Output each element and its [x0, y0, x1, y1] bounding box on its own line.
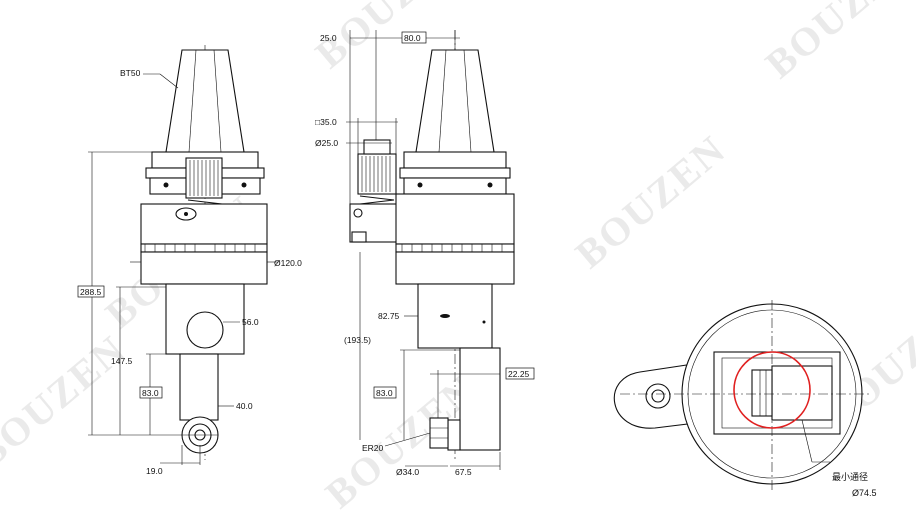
- dim-19: 19.0: [146, 466, 163, 476]
- dim-56: 56.0: [242, 317, 259, 327]
- dim-147-5: 147.5: [111, 356, 133, 366]
- dim-82-75: 82.75: [378, 311, 400, 321]
- side-view: 25.0 80.0 □35.0 Ø25.0 82.75 (193.5) 22.2…: [315, 30, 535, 477]
- dim-288-5: 288.5: [80, 287, 102, 297]
- label-collet: ER20: [362, 443, 384, 453]
- watermark-4: BOUZEN: [757, 0, 916, 87]
- front-view: BT50 288.5 Ø120.0 56.0 147.5 83.0 40.0 1: [77, 45, 302, 476]
- watermark-3: BOUZEN: [567, 126, 735, 277]
- label-min-pass: 最小通径: [832, 471, 868, 483]
- dim-dia-34: Ø34.0: [396, 467, 419, 477]
- dim-square-35: □35.0: [315, 117, 337, 127]
- dim-22-25: 22.25: [508, 369, 530, 379]
- dim-dia-120: Ø120.0: [274, 258, 302, 268]
- dim-67-5: 67.5: [455, 467, 472, 477]
- dim-80: 80.0: [404, 33, 421, 43]
- dim-dia-25: Ø25.0: [315, 138, 338, 148]
- dim-25: 25.0: [320, 33, 337, 43]
- min-passage-circle: [733, 351, 811, 429]
- label-taper: BT50: [120, 68, 141, 78]
- watermark-6: BOUZEN: [0, 326, 134, 477]
- dim-40: 40.0: [236, 401, 253, 411]
- label-min-pass-value: Ø74.5: [852, 488, 877, 498]
- dim-83-left: 83.0: [142, 388, 159, 398]
- dim-193-5: (193.5): [344, 335, 371, 345]
- dim-83-mid: 83.0: [376, 388, 393, 398]
- bottom-view: 最小通径 Ø74.5: [613, 300, 877, 498]
